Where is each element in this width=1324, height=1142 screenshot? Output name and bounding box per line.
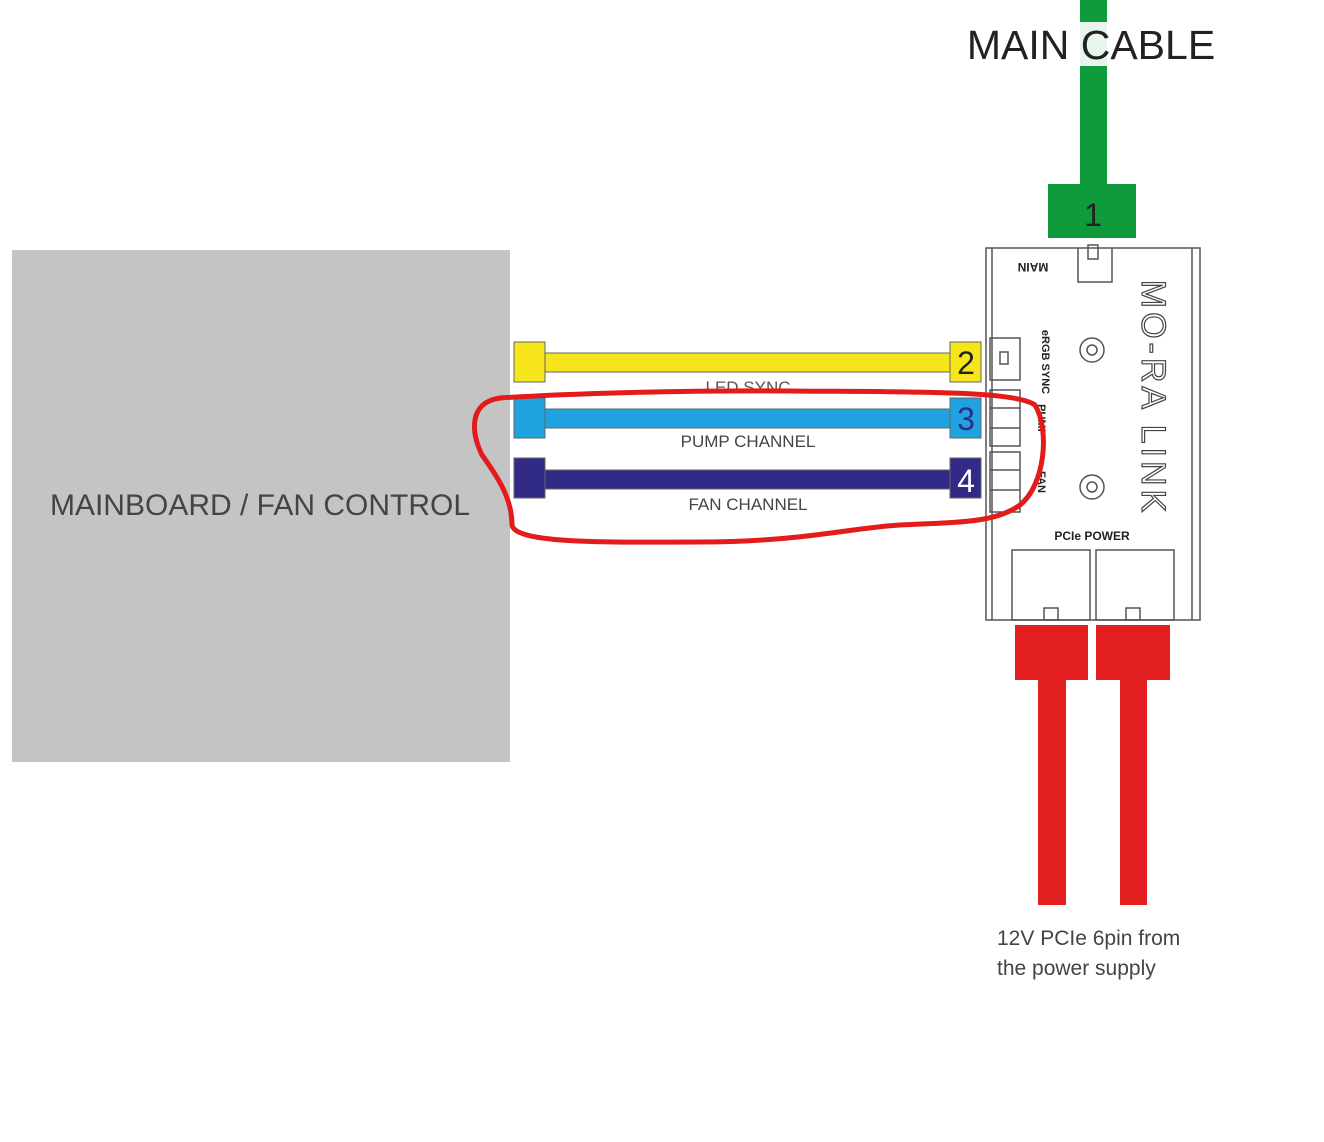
pcie-power-cables — [1015, 625, 1170, 905]
fan-channel-cable — [513, 457, 982, 499]
fan-channel-number: 4 — [957, 463, 975, 499]
port-main-label: MAIN — [1018, 260, 1049, 274]
power-note-line1: 12V PCIe 6pin from — [997, 927, 1180, 950]
fan-channel-label: FAN CHANNEL — [688, 495, 807, 514]
pump-channel-label: PUMP CHANNEL — [681, 432, 816, 451]
led-sync-label: LED SYNC — [705, 378, 790, 397]
main-cable-label: MAIN CABLE — [967, 22, 1215, 68]
mainboard-label: MAINBOARD / FAN CONTROL — [50, 489, 470, 522]
main-cable-connector — [1048, 184, 1136, 238]
pump-channel-cable — [513, 397, 982, 439]
led-sync-cable — [513, 341, 982, 383]
mainboard-box — [12, 250, 510, 762]
highlight-loop — [472, 388, 1046, 545]
mo-ra-link-device — [985, 244, 1201, 621]
main-cable-number: 1 — [1084, 197, 1102, 233]
led-sync-number: 2 — [957, 345, 975, 381]
port-sync-label: eRGB SYNC — [1039, 330, 1051, 394]
pump-channel-number: 3 — [957, 401, 975, 437]
power-note-line2: the power supply — [997, 957, 1156, 980]
device-name: MO-RA LINK — [1134, 280, 1172, 516]
port-power-label: PCIe POWER — [1054, 529, 1130, 543]
